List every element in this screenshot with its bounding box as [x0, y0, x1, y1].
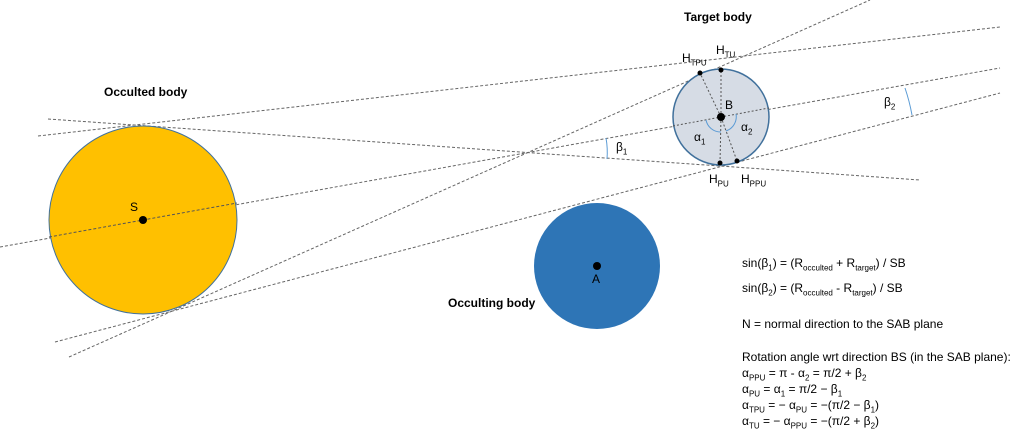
label-HPPU: HPPU: [741, 172, 767, 189]
alpha2-label: α2: [741, 120, 753, 137]
point-B-dot: [717, 113, 725, 121]
occulting-body-title: Occulting body: [448, 296, 536, 310]
label-HTPU: HTPU: [682, 51, 707, 68]
tangent-line-upper-descending: [47, 118, 921, 181]
target-body-title: Target body: [684, 10, 752, 24]
occulted-body-title: Occulted body: [104, 85, 188, 99]
alpha1-label: α1: [694, 130, 706, 147]
point-B-label: B: [725, 98, 734, 112]
normal-definition: N = normal direction to the SAB plane: [742, 317, 944, 331]
formula-alpha-pu: αPU = α1 = π/2 − β1: [742, 382, 843, 399]
beta2-label: β2: [884, 95, 896, 112]
alpha2-arc: [725, 113, 737, 132]
formula-sin-beta1: sin(β1) = (Rocculted + Rtarget) / SB: [742, 256, 906, 273]
line-SB: [0, 67, 1001, 248]
tangent-line-lower-steep: [68, 0, 871, 358]
point-A-label: A: [592, 272, 601, 286]
label-HPU: HPU: [709, 172, 729, 189]
tangent-line-upper-rising: [37, 26, 1001, 137]
beta2-arc: [904, 87, 913, 116]
beta1-label: β1: [616, 140, 628, 157]
formula-sin-beta2: sin(β2) = (Rocculted - Rtarget) / SB: [742, 281, 903, 298]
label-HTU: HTU: [716, 43, 736, 60]
point-A-dot: [593, 262, 601, 270]
formula-alpha-tpu: αTPU = − αPU = −(π/2 − β1): [742, 398, 880, 415]
beta1-arc: [605, 137, 608, 160]
formula-alpha-tu: αTU = − αPPU = −(π/2 + β2): [742, 414, 880, 431]
point-S-label: S: [130, 200, 139, 214]
formula-alpha-ppu: αPPU = π - α2 = π/2 + β2: [742, 366, 867, 383]
point-S-dot: [139, 216, 147, 224]
rotation-title: Rotation angle wrt direction BS (in the …: [742, 350, 1011, 364]
tangent-line-lower-shallow: [54, 92, 1001, 343]
alpha1-arc: [705, 119, 722, 133]
